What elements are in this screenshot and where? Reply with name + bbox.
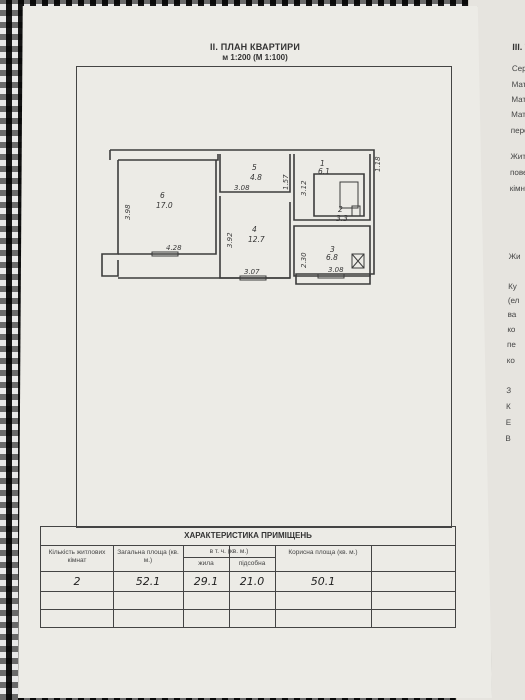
dimension-label: 3.07 (244, 268, 260, 276)
room-6-walls (118, 160, 217, 255)
next-page-line: З (506, 386, 512, 395)
characteristics-table: ХАРАКТЕРИСТИКА ПРИМІЩЕНЬ Кількість житло… (40, 526, 456, 628)
next-page-line: Серія (511, 64, 525, 73)
wall-top-left (118, 154, 219, 161)
stove (351, 253, 365, 269)
next-page-heading: III. Т (512, 42, 525, 52)
value-total-area: 52.1 (135, 575, 161, 588)
page-title: II. ПЛАН КВАРТИРИ (209, 42, 301, 52)
next-page-line: Жи (508, 252, 521, 261)
document-sheet: II. ПЛАН КВАРТИРИ м 1:200 (М 1:100) (18, 6, 492, 698)
outer-wall-east (110, 149, 375, 285)
next-page-line: Мате (511, 110, 525, 119)
next-page-line: Мате (511, 95, 525, 104)
value-rooms-count: 2 (73, 575, 81, 588)
table-divider (183, 557, 275, 558)
room-area: 4.8 (250, 173, 262, 182)
dimension-label: 2.30 (300, 252, 308, 268)
next-page-line: пере (510, 126, 525, 135)
bath-outline (313, 173, 365, 217)
next-page-line: (ел (507, 296, 520, 305)
next-page-line: Е (505, 418, 512, 427)
header-total-area: Загальна площа (кв. м.) (117, 549, 179, 564)
dimension-label: 3.08 (234, 184, 250, 192)
header-living: жила (198, 560, 214, 567)
room-number: 1 (320, 159, 325, 168)
floor-plan: 6 17.0 5 4.8 1 6.1 2 3.3 4 12.7 3 6.8 3.… (101, 149, 382, 285)
table-heading: ХАРАКТЕРИСТИКА ПРИМІЩЕНЬ (41, 527, 455, 546)
value-living-area: 29.1 (193, 575, 219, 588)
table-column (41, 545, 114, 627)
room-area: 6.1 (318, 167, 330, 176)
table-column (113, 545, 184, 627)
window-room-6 (151, 251, 179, 257)
window-room-3 (317, 273, 345, 279)
table-column (275, 545, 372, 627)
room-area: 12.7 (248, 235, 265, 244)
header-rooms-count: Кількість житлових кімнат (48, 549, 106, 564)
wall-west (101, 160, 119, 277)
next-page-line: Мате (511, 80, 525, 89)
room-3-walls (293, 225, 371, 277)
dimension-label: 3.98 (124, 204, 132, 220)
table-divider (41, 609, 455, 610)
header-including: в т. ч. (кв. м.) (209, 548, 249, 555)
next-page-line: В (505, 434, 511, 443)
value-auxiliary-area: 21.0 (239, 575, 265, 588)
room-area: 3.3 (336, 214, 348, 223)
next-page-line: пове (510, 168, 525, 177)
room-area: 17.0 (156, 201, 173, 210)
room-number: 2 (338, 205, 343, 214)
bathtub (339, 181, 359, 209)
room-number: 6 (160, 191, 165, 200)
next-page-line: кімн (509, 184, 525, 193)
dimension-label: 3.12 (300, 180, 308, 196)
room-number: 3 (330, 245, 335, 254)
room-5-walls (219, 154, 291, 193)
dimension-label: 3.08 (328, 266, 344, 274)
room-area: 6.8 (326, 253, 338, 262)
dimension-label: 4.28 (166, 244, 182, 252)
next-page-line: Жит (510, 152, 525, 161)
dimension-label: 3.92 (226, 232, 234, 248)
room-1-walls (293, 154, 371, 221)
plan-frame (76, 66, 452, 528)
scale-label: м 1:200 (М 1:100) (222, 53, 288, 62)
table-column (183, 545, 230, 627)
window-room-4 (239, 275, 267, 281)
next-page-line: пе (507, 340, 516, 349)
header-auxiliary: підсобна (238, 560, 266, 567)
next-page-line: Ку (508, 282, 517, 291)
room-number: 5 (252, 163, 257, 172)
dimension-label: 1.18 (374, 156, 382, 172)
dimension-label: 1.57 (282, 174, 290, 190)
next-page-line: К (505, 402, 511, 411)
header-useful-area: Корисна площа (кв. м.) (288, 549, 358, 556)
next-page-line: ко (506, 356, 515, 365)
table-column (229, 545, 276, 627)
room-number: 4 (252, 225, 257, 234)
table-divider (41, 571, 455, 572)
next-page-line: ко (507, 325, 516, 334)
sink (351, 205, 361, 217)
next-page-line: ва (507, 310, 517, 319)
value-useful-area: 50.1 (310, 575, 336, 588)
table-divider (41, 591, 455, 592)
